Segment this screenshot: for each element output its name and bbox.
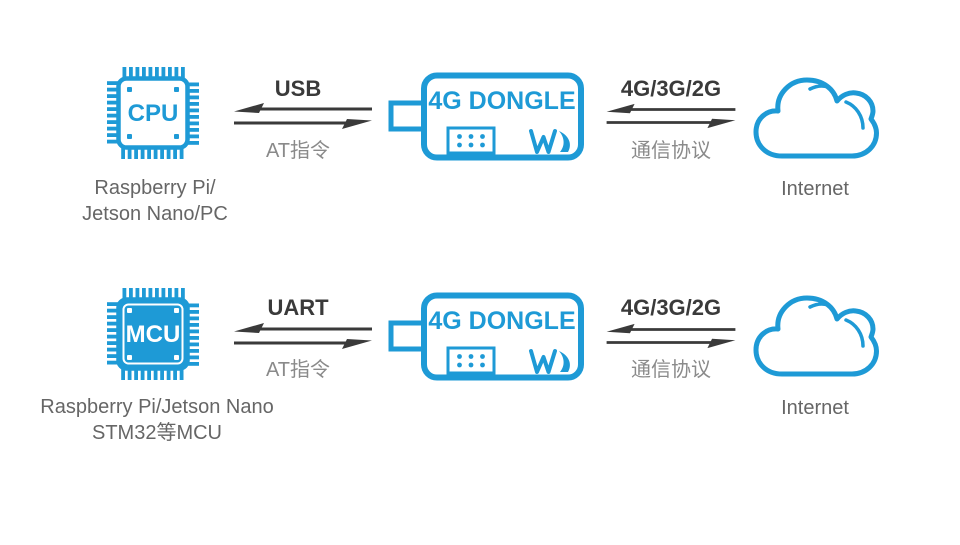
chip-caption-line: Jetson Nano/PC bbox=[82, 203, 228, 225]
chip-caption-line: Raspberry Pi/Jetson Nano bbox=[40, 396, 274, 418]
at-command-label: AT指令 bbox=[265, 359, 331, 381]
bidirectional-arrow-icon bbox=[232, 321, 374, 351]
mcu-chip-icon: MCU bbox=[107, 288, 199, 380]
at-command-label: AT指令 bbox=[265, 140, 331, 162]
dongle-label: 4G DONGLE bbox=[428, 307, 575, 335]
chip-label: MCU bbox=[126, 321, 181, 348]
host-interface-label: UART bbox=[267, 295, 329, 320]
cloud-icon bbox=[752, 290, 878, 382]
host-interface-label: USB bbox=[274, 76, 322, 101]
cpu-chip-icon: CPU bbox=[107, 67, 199, 159]
chip-caption-line: STM32等MCU bbox=[91, 422, 222, 444]
cloud-icon bbox=[752, 72, 878, 164]
chip-caption: Raspberry Pi/ Jetson Nano/PC bbox=[25, 175, 285, 227]
dongle-label: 4G DONGLE bbox=[428, 87, 575, 115]
bidirectional-arrow-icon bbox=[605, 322, 737, 350]
4g-dongle-icon: 4G DONGLE bbox=[388, 292, 585, 381]
protocol-label: 通信协议 bbox=[631, 140, 711, 162]
network-generation-label: 4G/3G/2G bbox=[620, 295, 722, 320]
network-generation-label: 4G/3G/2G bbox=[620, 76, 722, 101]
chip-caption-line: Raspberry Pi/ bbox=[94, 177, 216, 199]
protocol-label: 通信协议 bbox=[631, 359, 711, 381]
chip-caption: Raspberry Pi/Jetson Nano STM32等MCU bbox=[7, 394, 307, 446]
internet-label: Internet bbox=[781, 397, 849, 419]
bidirectional-arrow-icon bbox=[605, 102, 737, 130]
4g-dongle-icon: 4G DONGLE bbox=[388, 72, 585, 161]
internet-label: Internet bbox=[781, 178, 849, 200]
bidirectional-arrow-icon bbox=[232, 101, 374, 131]
chip-label: CPU bbox=[128, 100, 179, 127]
